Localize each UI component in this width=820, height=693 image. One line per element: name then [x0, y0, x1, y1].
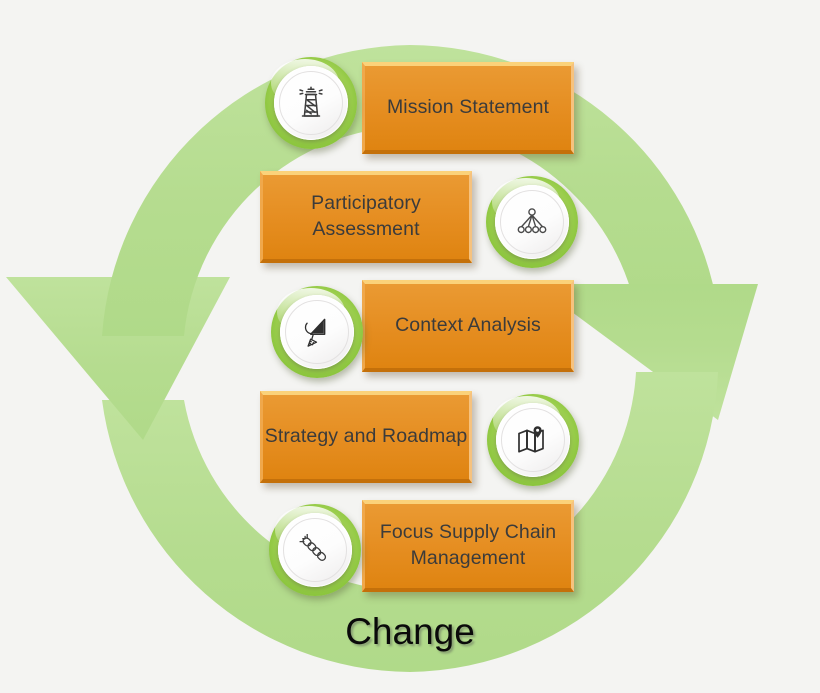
step-3-icon-medallion[interactable] — [271, 286, 363, 378]
step-1-icon-medallion[interactable] — [265, 57, 357, 149]
satellite-dish-icon — [297, 312, 337, 352]
step-2-icon-medallion[interactable] — [486, 176, 578, 268]
medallion-disc — [274, 66, 348, 140]
step-1-label: Mission Statement — [386, 96, 550, 119]
medallion-disc — [280, 295, 354, 369]
medallion-disc — [496, 403, 570, 477]
change-caption: Change — [345, 611, 475, 652]
step-5-icon-medallion[interactable] — [269, 504, 361, 596]
lighthouse-icon — [291, 83, 331, 123]
hierarchy-icon — [512, 202, 552, 242]
step-1-box[interactable]: Mission Statement — [362, 62, 574, 154]
step-4-icon-medallion[interactable] — [487, 394, 579, 486]
chain-link-icon — [295, 530, 335, 570]
medallion-disc — [278, 513, 352, 587]
step-2-label: Participatory Assessment — [311, 192, 421, 240]
step-2-box[interactable]: Participatory Assessment — [260, 171, 472, 263]
step-3-box[interactable]: Context Analysis — [362, 280, 574, 372]
step-4-label: Strategy and Roadmap — [264, 425, 468, 448]
step-5-box[interactable]: Focus Supply Chain Management — [362, 500, 574, 592]
step-4-box[interactable]: Strategy and Roadmap — [260, 391, 472, 483]
step-5-label: Focus Supply Chain Management — [379, 521, 557, 569]
step-3-label: Context Analysis — [395, 314, 541, 337]
medallion-disc — [495, 185, 569, 259]
map-pin-icon — [513, 420, 553, 460]
